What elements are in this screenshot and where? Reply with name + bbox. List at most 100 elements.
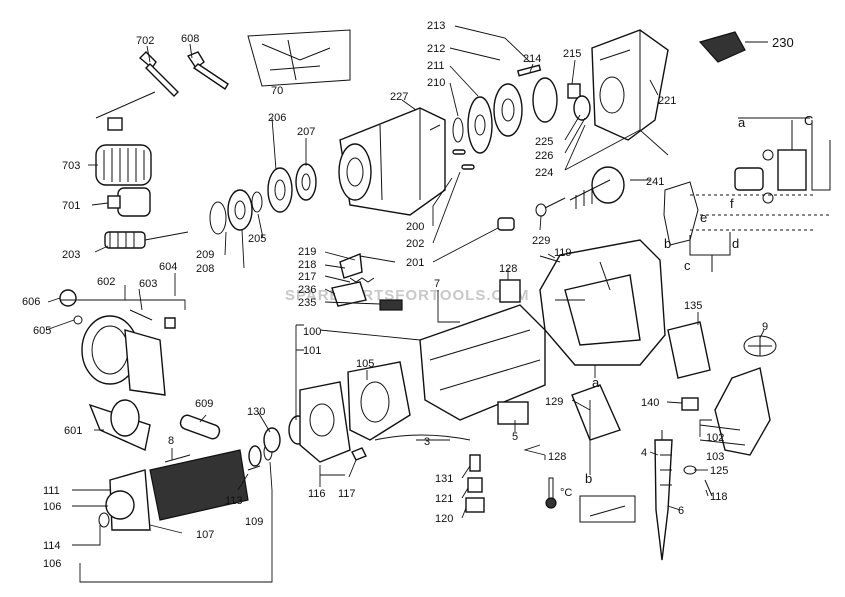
schematic-label-d: d — [732, 236, 739, 251]
pin-200 — [452, 149, 466, 155]
gear-212 — [493, 83, 523, 137]
screw-8 — [164, 454, 191, 463]
bearing-113 — [248, 445, 262, 467]
label-207: 207 — [297, 126, 315, 138]
label-224: 224 — [535, 167, 553, 179]
grip-609 — [179, 414, 221, 440]
cable-6 — [654, 430, 673, 561]
brush-131 — [469, 454, 481, 472]
label-201: 201 — [406, 257, 424, 269]
gear-housing-227 — [338, 107, 446, 216]
ring-605 — [73, 315, 83, 325]
label-601: 601 — [64, 425, 82, 437]
leader-lines — [45, 25, 810, 583]
label-217: 217 — [298, 271, 316, 283]
motor-housing-100 — [419, 304, 546, 421]
schematic-label-b-bottom: b — [585, 471, 592, 486]
bolt-603 — [129, 309, 153, 321]
bracket-218 — [339, 253, 363, 279]
plate-236 — [331, 281, 367, 307]
chuck-701 — [107, 187, 151, 217]
knob-606 — [59, 289, 77, 307]
label-106-lower: 106 — [43, 558, 61, 570]
schematic-label-c-top: C — [804, 113, 813, 128]
label-102: 102 — [706, 432, 724, 444]
label-107: 107 — [196, 529, 214, 541]
label-temp-c: °C — [560, 487, 572, 499]
label-218: 218 — [298, 259, 316, 271]
label-605: 605 — [33, 325, 51, 337]
wrench-702 — [138, 51, 179, 97]
bearing-207 — [295, 163, 317, 201]
label-130: 130 — [247, 406, 265, 418]
wiring-schematic — [663, 120, 831, 272]
pin-202 — [461, 164, 475, 170]
label-235: 235 — [298, 297, 316, 309]
label-121: 121 — [435, 493, 453, 505]
bushing-201 — [497, 217, 515, 231]
label-4: 4 — [641, 447, 647, 459]
label-5: 5 — [512, 431, 518, 443]
label-129: 129 — [545, 396, 563, 408]
bearing-130 — [263, 427, 281, 453]
label-229: 229 — [532, 235, 550, 247]
drill-chuck-703 — [95, 144, 152, 186]
label-113: 113 — [225, 495, 243, 507]
washer-210 — [452, 117, 464, 143]
label-213: 213 — [427, 20, 445, 32]
label-114: 114 — [43, 540, 61, 552]
bearing-208 — [227, 189, 253, 231]
label-6: 6 — [678, 505, 684, 517]
label-135: 135 — [684, 300, 702, 312]
schematic-label-b-right: b — [664, 236, 671, 251]
label-230: 230 — [772, 35, 794, 50]
label-118: 118 — [710, 491, 728, 503]
bushing-215 — [567, 83, 581, 99]
label-215: 215 — [563, 48, 581, 60]
housing-221 — [591, 29, 669, 141]
label-703: 703 — [62, 160, 80, 172]
label-241: 241 — [646, 176, 664, 188]
label-209: 209 — [196, 249, 214, 261]
handle-102-103 — [699, 367, 771, 456]
label-128-top: 128 — [499, 263, 517, 275]
brush-235 — [379, 299, 403, 311]
brush-holder-120 — [465, 497, 485, 513]
end-shield — [299, 381, 351, 463]
label-116: 116 — [308, 488, 326, 500]
plate-5 — [497, 401, 529, 425]
label-131: 131 — [435, 473, 453, 485]
label-101: 101 — [303, 345, 321, 357]
label-210: 210 — [427, 77, 445, 89]
label-128-bottom: 128 — [548, 451, 566, 463]
retaining-ring-209 — [209, 201, 227, 235]
label-3: 3 — [424, 436, 430, 448]
brush-plate-117 — [351, 447, 367, 461]
handle-601 — [88, 399, 151, 451]
clamp-602 — [81, 315, 166, 396]
label-701: 701 — [62, 200, 80, 212]
label-212: 212 — [427, 43, 445, 55]
label-103: 103 — [706, 451, 724, 463]
label-214: 214 — [523, 53, 541, 65]
label-8: 8 — [168, 435, 174, 447]
sketch-70 — [247, 29, 351, 87]
label-202: 202 — [406, 238, 424, 250]
armature-107 — [105, 449, 261, 531]
washer-229 — [535, 203, 547, 217]
wingnut-604 — [164, 317, 176, 329]
field-coil-105 — [347, 361, 411, 441]
spindle-203 — [104, 231, 189, 249]
label-206: 206 — [268, 112, 286, 124]
label-236: 236 — [298, 284, 316, 296]
label-225: 225 — [535, 136, 553, 148]
cable-3 — [374, 434, 471, 441]
ring-114 — [98, 512, 110, 528]
label-226: 226 — [535, 150, 553, 162]
switch-129 — [571, 384, 621, 441]
label-606: 606 — [22, 296, 40, 308]
needle-bearing — [573, 95, 591, 121]
label-106-upper: 106 — [43, 501, 61, 513]
thermometer-icon — [545, 477, 557, 509]
